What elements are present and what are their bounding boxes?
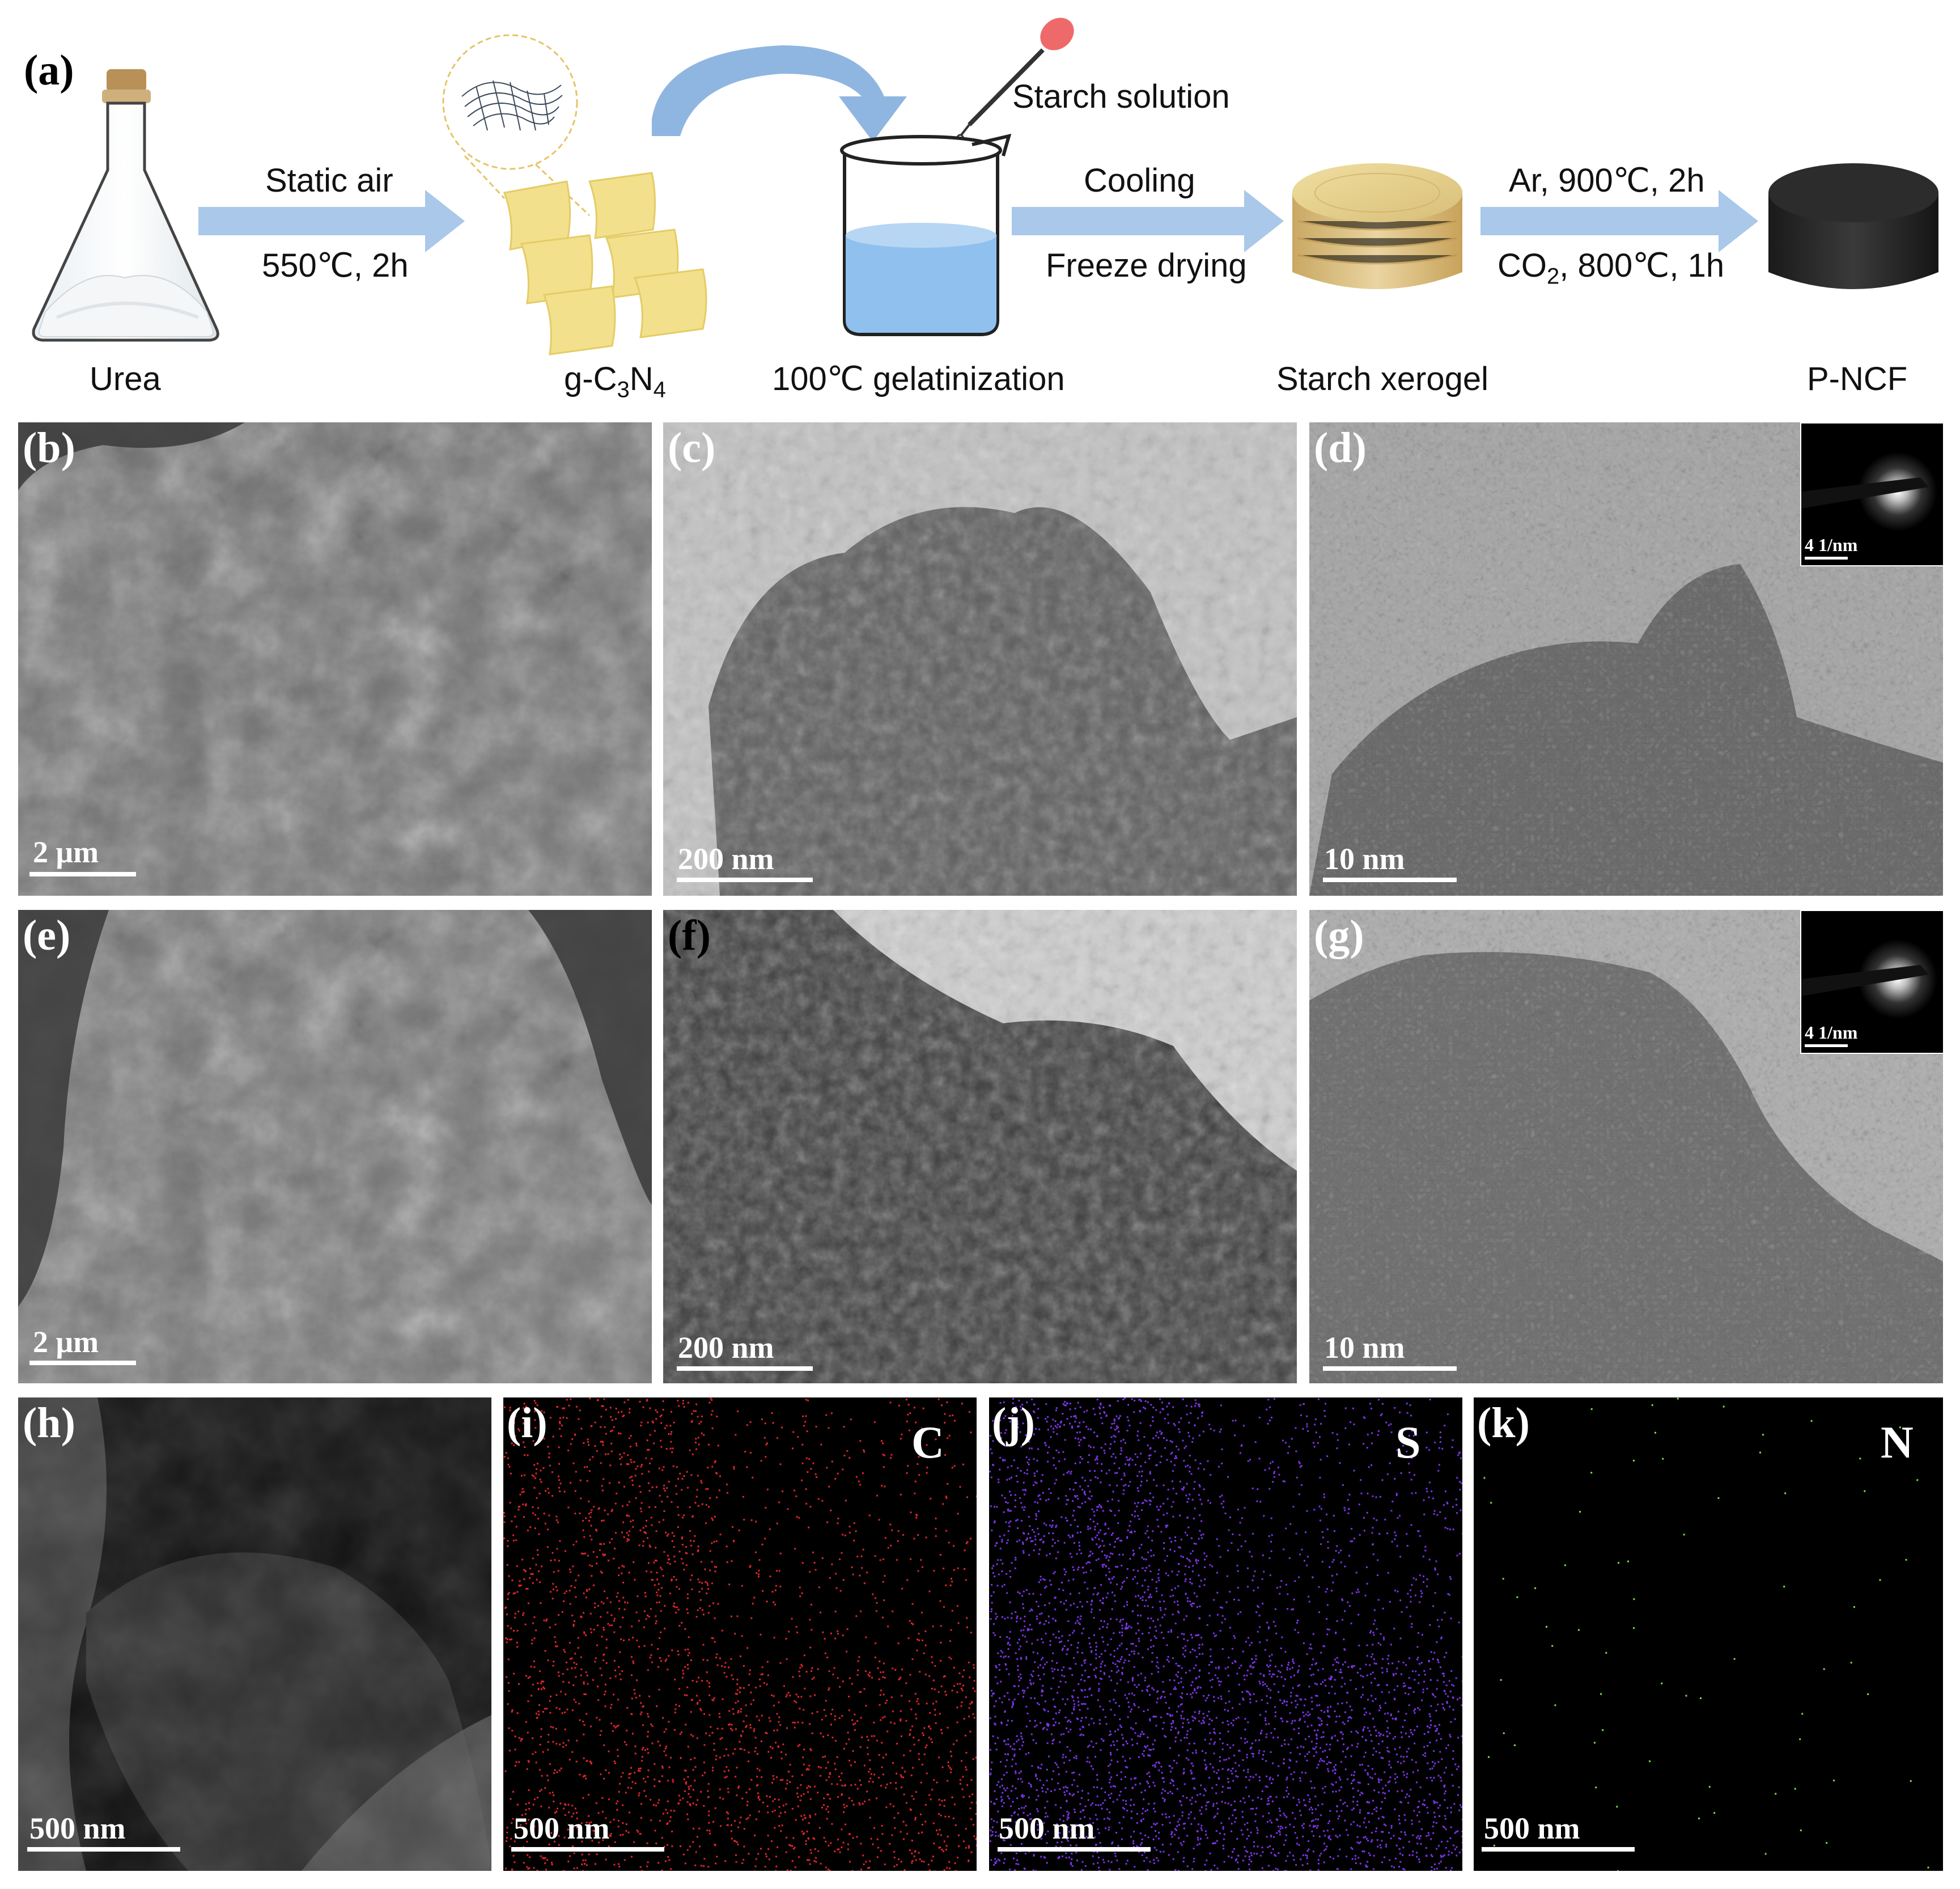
caption-gelatinization: 100℃ gelatinization [772,361,1065,397]
panel-label-f: (f) [668,912,711,959]
scalebar-i [511,1847,664,1852]
caption-urea: Urea [90,361,161,397]
panel-label-d: (d) [1314,424,1367,472]
panel-e-sem [18,910,652,1383]
caption-gcn: g-C3N4 [564,361,666,403]
panel-label-g: (g) [1314,912,1364,959]
panel-h-darkfield [18,1397,491,1871]
scalebar-f-text: 200 nm [678,1331,774,1365]
scalebar-j-text: 500 nm [999,1811,1095,1845]
panel-c-tem [663,422,1297,896]
inset-d-scale-text: 4 1/nm [1805,535,1858,555]
panel-k-n-map [1474,1397,1943,1871]
caption-pncf: P-NCF [1807,361,1908,397]
panel-label-h: (h) [23,1399,75,1447]
scalebar-c-text: 200 nm [678,842,774,876]
starch-xerogel-icon [1292,163,1462,289]
step4-bottom: CO2, 800℃, 1h [1497,247,1725,289]
panel-i-c-map [503,1397,977,1871]
scalebar-f [677,1366,813,1371]
starch-solution-label: Starch solution [1012,78,1230,115]
gcn-sheets-icon [442,34,707,355]
panel-label-a: (a) [24,46,74,94]
scalebar-j [998,1847,1151,1852]
panel-label-e: (e) [23,912,71,959]
panel-label-c: (c) [668,424,716,472]
scalebar-c [677,878,813,882]
step3-top: Cooling [1084,162,1195,199]
arrow-4 [1480,190,1758,252]
scalebar-k [1482,1847,1635,1852]
inset-d-sad [1800,422,1944,566]
arrow-1 [198,190,465,252]
panel-label-i: (i) [507,1399,548,1447]
panel-label-b: (b) [23,424,75,472]
scalebar-b [29,872,136,876]
element-label-n: N [1881,1418,1914,1468]
scalebar-i-text: 500 nm [514,1811,610,1845]
step1-bottom: 550℃, 2h [262,247,409,284]
scalebar-d [1323,878,1457,882]
beaker-icon [840,133,1012,336]
scalebar-g [1323,1366,1457,1371]
element-label-c: C [911,1418,944,1468]
scalebar-b-text: 2 μm [33,835,99,869]
inset-g-scalebar [1805,1044,1848,1047]
panel-j-s-map [989,1397,1462,1871]
curved-arrow [652,45,907,142]
panel-label-k: (k) [1477,1399,1530,1447]
inset-g-scale-text: 4 1/nm [1805,1022,1858,1043]
inset-g-sad [1800,910,1944,1054]
scalebar-e [29,1361,136,1365]
scalebar-g-text: 10 nm [1324,1331,1405,1365]
step3-bottom: Freeze drying [1046,247,1247,284]
arrow-3 [1012,190,1284,252]
scalebar-k-text: 500 nm [1484,1811,1580,1845]
pncf-icon [1768,163,1938,289]
dropper-icon [956,18,1074,145]
scalebar-e-text: 2 μm [33,1325,99,1359]
scalebar-h [27,1847,180,1852]
caption-xerogel: Starch xerogel [1276,361,1488,397]
step1-top: Static air [265,162,393,199]
panel-label-j: (j) [992,1399,1035,1447]
inset-d-scalebar [1805,557,1848,560]
flask-icon [32,69,219,342]
step4-top: Ar, 900℃, 2h [1509,162,1705,199]
panel-f-tem [663,910,1297,1383]
scalebar-h-text: 500 nm [29,1811,126,1845]
element-label-s: S [1395,1418,1421,1468]
scalebar-d-text: 10 nm [1324,842,1405,876]
panel-b-sem [18,422,652,896]
